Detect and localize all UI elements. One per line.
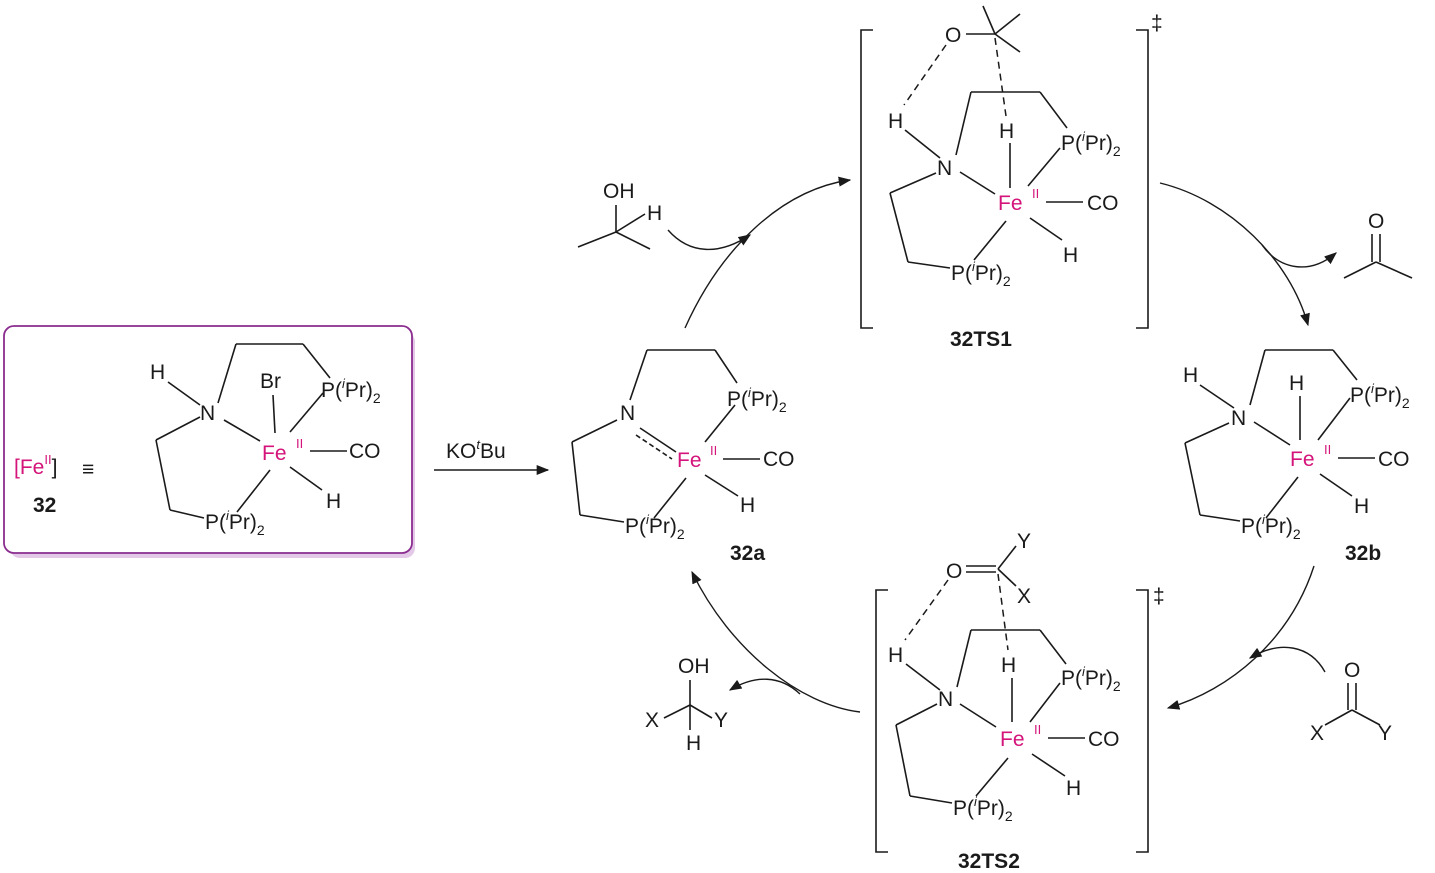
svg-text:II: II [1032, 186, 1039, 201]
activation-arrow: KOtBu [434, 437, 550, 476]
fe-shorthand-label: [FeII] [14, 452, 57, 479]
svg-text:H: H [686, 732, 701, 755]
svg-text:Y: Y [1017, 530, 1031, 553]
svg-text:Fe: Fe [677, 449, 702, 472]
svg-text:‡: ‡ [1151, 12, 1163, 35]
svg-text:H: H [1183, 364, 1198, 387]
compound-label-32: 32 [33, 494, 56, 517]
svg-text:H: H [647, 202, 662, 225]
svg-text:Fe: Fe [998, 192, 1023, 215]
structure-32a: P(iPr)2 N Fe II CO H P(iPr)2 32a [571, 349, 795, 565]
svg-text:H: H [888, 644, 903, 667]
svg-text:H: H [1354, 495, 1369, 518]
svg-text:Y: Y [1378, 722, 1392, 745]
svg-text:H: H [326, 490, 341, 513]
svg-text:H: H [1066, 777, 1081, 800]
svg-text:P(iPr)2: P(iPr)2 [625, 512, 685, 542]
svg-text:II: II [1324, 442, 1331, 457]
svg-text:Br: Br [260, 370, 281, 393]
equivalence-sign: ≡ [82, 458, 94, 481]
alcohol-product: OH X Y H [645, 655, 728, 755]
svg-text:H: H [150, 361, 165, 384]
svg-text:P(iPr)2: P(iPr)2 [953, 794, 1013, 824]
svg-text:N: N [938, 688, 953, 711]
svg-text:CO: CO [349, 440, 381, 463]
svg-text:H: H [1063, 244, 1078, 267]
svg-text:H: H [888, 110, 903, 133]
svg-text:II: II [710, 443, 717, 458]
svg-text:O: O [946, 560, 962, 583]
svg-text:CO: CO [1378, 448, 1410, 471]
svg-text:CO: CO [1087, 192, 1119, 215]
svg-text:N: N [937, 157, 952, 180]
acetone: O [1343, 210, 1413, 279]
reagent-label: KOtBu [446, 437, 506, 463]
transition-state-32TS1: ‡ O H N P(iPr)2 H Fe II CO H P(iPr)2 32T… [860, 5, 1163, 351]
svg-text:P(iPr)2: P(iPr)2 [1350, 381, 1410, 411]
isopropanol: OH H [577, 180, 662, 250]
svg-text:Fe: Fe [1000, 728, 1025, 751]
svg-text:O: O [945, 24, 961, 47]
cycle-arrows [667, 176, 1337, 713]
svg-text:‡: ‡ [1153, 585, 1165, 608]
svg-text:O: O [1368, 210, 1384, 233]
svg-text:H: H [740, 494, 755, 517]
transition-state-32TS2: ‡ O Y X H N P(iPr)2 H Fe II CO H P(iPr)2… [875, 530, 1165, 873]
svg-text:N: N [200, 402, 215, 425]
svg-text:II: II [1034, 722, 1041, 737]
svg-text:P(iPr)2: P(iPr)2 [951, 259, 1011, 289]
structure-32b: H N P(iPr)2 H Fe II CO H P(iPr)2 32b [1183, 349, 1410, 565]
svg-text:P(iPr)2: P(iPr)2 [727, 385, 787, 415]
svg-text:P(iPr)2: P(iPr)2 [1061, 664, 1121, 694]
svg-text:P(iPr)2: P(iPr)2 [205, 508, 265, 538]
svg-text:H: H [1289, 372, 1304, 395]
svg-text:X: X [645, 709, 659, 732]
compound-label-32a: 32a [730, 542, 765, 565]
svg-text:O: O [1344, 659, 1360, 682]
svg-text:Y: Y [714, 709, 728, 732]
svg-text:P(iPr)2: P(iPr)2 [1241, 512, 1301, 542]
svg-text:H: H [1001, 654, 1016, 677]
svg-text:CO: CO [763, 448, 795, 471]
svg-text:II: II [296, 436, 303, 451]
structure-32: H N P(iPr)2 Br Fe II CO H P(iPr)2 [150, 343, 381, 538]
svg-text:OH: OH [678, 655, 710, 678]
svg-text:X: X [1310, 722, 1324, 745]
svg-text:P(iPr)2: P(iPr)2 [1061, 129, 1121, 159]
svg-text:Fe: Fe [1290, 448, 1315, 471]
svg-text:P(iPr)2: P(iPr)2 [321, 376, 381, 406]
carbonyl-substrate: O X Y [1310, 659, 1392, 745]
svg-text:Fe: Fe [262, 442, 287, 465]
svg-text:X: X [1017, 585, 1031, 608]
compound-label-32TS2: 32TS2 [958, 850, 1020, 873]
svg-text:H: H [999, 120, 1014, 143]
svg-text:N: N [620, 402, 635, 425]
compound-label-32b: 32b [1345, 542, 1381, 565]
compound-label-32TS1: 32TS1 [950, 328, 1012, 351]
svg-text:N: N [1231, 407, 1246, 430]
precatalyst-box: [FeII] ≡ 32 H N P(iPr)2 Br Fe II CO H [3, 325, 415, 558]
svg-text:OH: OH [603, 180, 635, 203]
svg-text:CO: CO [1088, 728, 1120, 751]
